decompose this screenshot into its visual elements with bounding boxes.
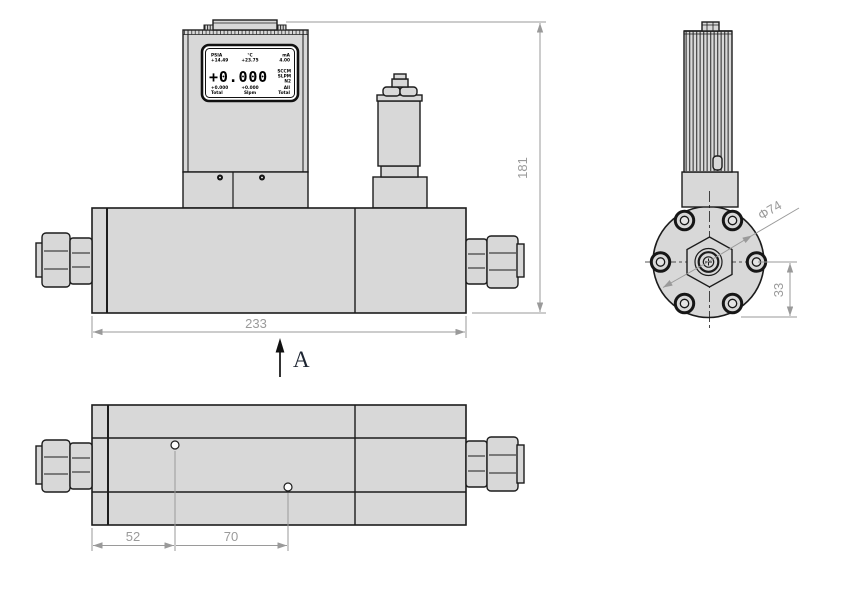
valve-cap <box>393 73 407 80</box>
mounting-hole-2 <box>283 482 293 492</box>
dim-label-181: 181 <box>515 157 530 179</box>
lcd-screen: PSIA +14.49 °C +23.75 mA 4.00 +0.000 SCC… <box>200 43 300 103</box>
flow-body <box>91 207 467 314</box>
outlet-fitting-front <box>465 235 525 289</box>
display-unit: PSIA +14.49 °C +23.75 mA 4.00 +0.000 SCC… <box>182 19 309 209</box>
side-view <box>645 21 774 330</box>
screen-unit-1: SCCM <box>277 69 291 75</box>
screen-pressure-value: +14.49 <box>211 58 228 64</box>
valve-assembly <box>372 73 428 209</box>
screen-total3-label: Total <box>278 90 290 96</box>
section-label-a: A <box>293 347 310 372</box>
fin-clip <box>712 155 723 171</box>
screen-ma-value: 4.00 <box>279 58 290 64</box>
dim-label-70: 70 <box>224 529 238 544</box>
dimension-181: 181 <box>286 21 546 314</box>
bottom-view <box>35 404 525 526</box>
screen-main-value: +0.000 <box>209 68 268 86</box>
center-port <box>697 251 720 273</box>
screen-total2-label: Slpm <box>244 90 257 96</box>
screen-total1-label: Total <box>211 90 223 96</box>
inlet-fitting-front <box>35 232 93 288</box>
dim-label-233: 233 <box>245 316 267 331</box>
screen-unit-2: SLPM <box>278 74 291 80</box>
screen-unit-3: N2 <box>284 79 291 85</box>
top-connector <box>203 19 287 31</box>
valve-base <box>372 176 428 209</box>
side-top-connector <box>701 21 720 32</box>
outlet-fitting-bottom <box>465 436 525 492</box>
mounting-hole-1 <box>170 440 180 450</box>
front-view: PSIA +14.49 °C +23.75 mA 4.00 +0.000 SCC… <box>35 19 525 314</box>
dimension-33: 33 <box>741 261 797 318</box>
screen-ma-label: mA <box>282 53 290 59</box>
screen-total1-value: +0.000 <box>211 85 228 91</box>
dim-label-33: 33 <box>771 283 786 297</box>
inlet-fitting-bottom <box>35 439 93 493</box>
dimension-52-70: 52 70 <box>91 451 289 551</box>
inlet-hex-nut <box>41 232 71 288</box>
display-base <box>182 171 309 209</box>
valve-stem <box>391 78 409 88</box>
dimension-233: 233 <box>91 316 467 338</box>
screen-pressure-label: PSIA <box>211 53 223 59</box>
screen-total2-value: +0.000 <box>241 85 258 91</box>
screen-temp-label: °C <box>247 53 252 59</box>
valve-hex-nut-left <box>382 86 401 97</box>
screen-total3-value: All <box>284 85 291 91</box>
valve-body <box>377 100 421 167</box>
flow-body-bottom <box>91 404 467 526</box>
main-body-front <box>91 207 467 314</box>
screen-temp-value: +23.75 <box>241 58 258 64</box>
column-base <box>681 171 739 208</box>
flange-bolts <box>649 209 768 315</box>
section-annotation: A <box>275 338 310 377</box>
valve-hex-nut-right <box>399 86 418 97</box>
outlet-hex-nut <box>486 235 519 289</box>
section-arrowhead <box>275 338 285 353</box>
dim-label-52: 52 <box>126 529 140 544</box>
